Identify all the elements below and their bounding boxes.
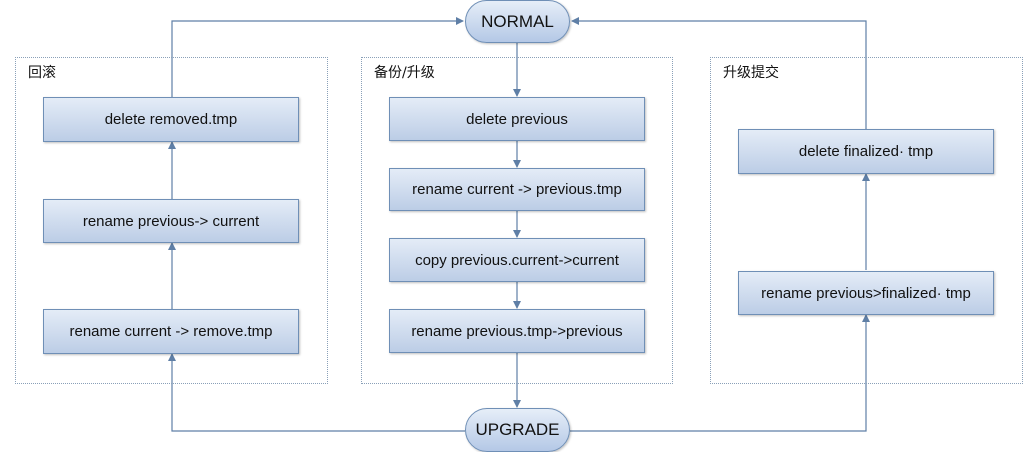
edge-upgrade-to-rollback bbox=[168, 353, 465, 432]
group-rollback: 回滚 bbox=[15, 57, 328, 384]
step-rename-previous-finalized: rename previous>finalized· tmp bbox=[738, 271, 994, 315]
edge-delete-finalized-to-normal bbox=[571, 17, 867, 129]
state-upgrade: UPGRADE bbox=[465, 408, 570, 452]
step-delete-previous: delete previous bbox=[389, 97, 645, 141]
group-commit-title: 升级提交 bbox=[723, 65, 779, 81]
group-rollback-title: 回滚 bbox=[28, 65, 56, 81]
step-rename-previous-tmp-previous: rename previous.tmp->previous bbox=[389, 309, 645, 353]
edge-delete-removed-to-normal bbox=[171, 17, 464, 97]
step-rename-current-remove: rename current -> remove.tmp bbox=[43, 309, 299, 354]
edge-upgrade-to-commit bbox=[570, 314, 870, 432]
step-copy-previous-current: copy previous.current->current bbox=[389, 238, 645, 282]
group-commit: 升级提交 bbox=[710, 57, 1023, 384]
group-backup-upgrade: 备份/升级 bbox=[361, 57, 673, 384]
group-backup-upgrade-title: 备份/升级 bbox=[374, 65, 435, 81]
step-delete-removed: delete removed.tmp bbox=[43, 97, 299, 142]
step-rename-current-previous-tmp: rename current -> previous.tmp bbox=[389, 168, 645, 211]
step-delete-finalized: delete finalized· tmp bbox=[738, 129, 994, 174]
state-normal: NORMAL bbox=[465, 0, 570, 43]
step-rename-previous-current: rename previous-> current bbox=[43, 199, 299, 243]
